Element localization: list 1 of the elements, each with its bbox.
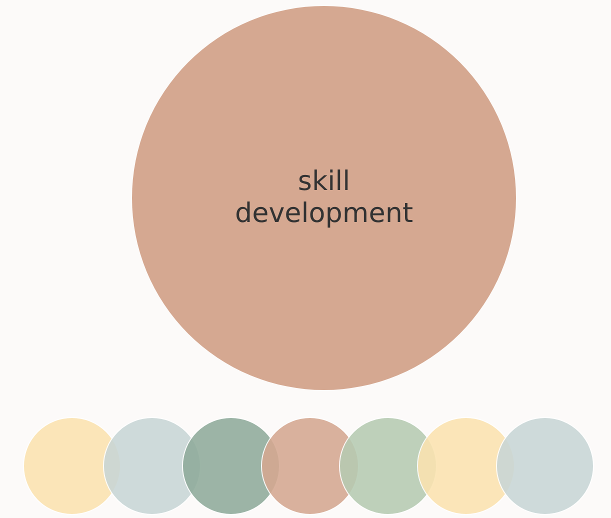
node-label: skill development (234, 166, 414, 230)
